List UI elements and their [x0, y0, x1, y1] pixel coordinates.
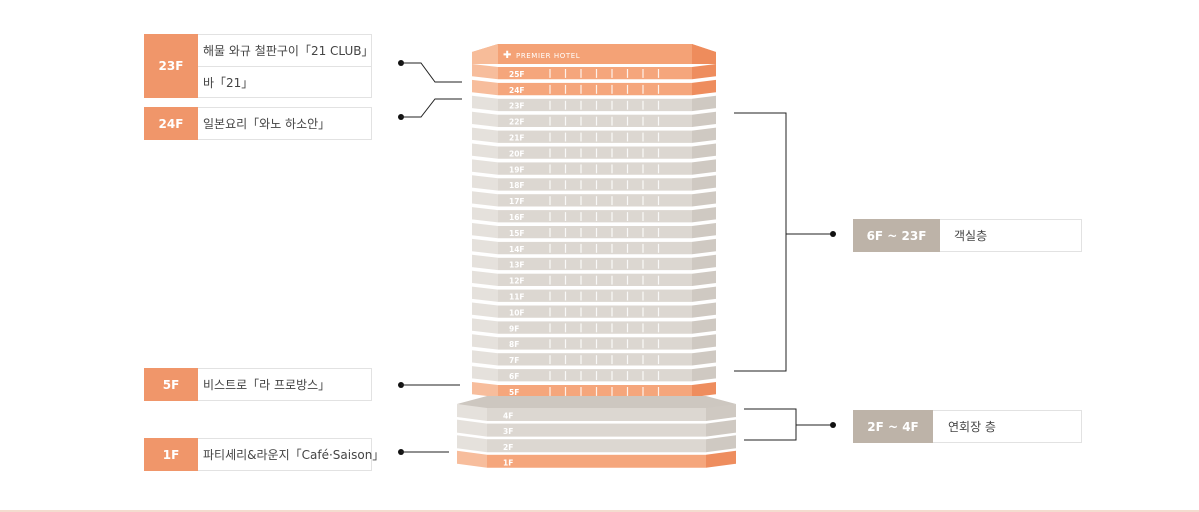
restaurant-wano-hasoan: 일본요리「와노 하소안」	[203, 117, 331, 131]
tower-crown	[472, 44, 716, 64]
floor-label: 12F	[509, 277, 525, 286]
podium-roof	[457, 396, 736, 410]
floor-6f: 6F	[471, 366, 717, 383]
floor-tag-1f: 1F	[144, 438, 198, 471]
floor-18f: 18F	[471, 175, 717, 192]
guest-room-floors: 객실층	[954, 229, 988, 243]
floor-14f: 14F	[471, 238, 717, 256]
floor-10f: 10F	[471, 302, 717, 319]
tower-crown-left	[472, 44, 498, 64]
floor-5f: 5F	[471, 382, 717, 399]
floor-label: 22F	[509, 118, 525, 127]
floor-label: 13F	[509, 261, 525, 270]
connector-dot-rooms	[830, 231, 836, 237]
floor-label: 5F	[509, 388, 519, 397]
bottom-divider	[0, 510, 1199, 512]
floor-label: 17F	[509, 197, 525, 206]
connector-lines	[398, 60, 836, 455]
floor-label: 23F	[509, 102, 525, 111]
label-5f: 5F 비스트로「라 프로방스」	[144, 368, 372, 401]
floor-13f: 13F	[471, 254, 717, 272]
floor-1f: 1F	[456, 450, 737, 469]
banquet-floors: 연회장 층	[948, 420, 996, 434]
floor-label: 1F	[503, 458, 513, 467]
connector-line-24f	[401, 98, 462, 118]
label-24f: 24F 일본요리「와노 하소안」	[144, 107, 372, 140]
tower-crown-right	[692, 44, 716, 64]
floor-label: 8F	[509, 340, 519, 349]
floor-9f: 9F	[471, 318, 717, 335]
floor-3f: 3F	[456, 419, 737, 438]
label-banquet: 2F ~ 4F 연회장 층	[853, 410, 1082, 443]
floor-7f: 7F	[471, 350, 717, 367]
floor-label: 9F	[509, 324, 519, 333]
podium: 4F 3F 2F 1F	[456, 396, 737, 469]
floor-label: 24F	[509, 86, 525, 95]
floor-label: 18F	[509, 181, 525, 190]
separator	[198, 66, 372, 67]
tower: ✚ PREMIER HOTEL 25F 24F 23F 22F 21F 20F 19F 18F 17…	[471, 44, 717, 399]
brand-cross-icon: ✚	[503, 50, 511, 61]
label-rooms: 6F ~ 23F 객실층	[853, 219, 1082, 252]
floor-label: 14F	[509, 245, 525, 254]
floor-15f: 15F	[471, 223, 717, 240]
connector-line-23f	[401, 62, 462, 83]
floor-label: 19F	[509, 165, 525, 174]
floor-label: 4F	[503, 412, 513, 421]
floor-label: 21F	[509, 134, 525, 143]
floor-label: 3F	[503, 427, 513, 436]
floor-21f: 21F	[471, 127, 717, 145]
connector-dot-banquet	[830, 422, 836, 428]
brand-name: PREMIER HOTEL	[516, 52, 580, 60]
floor-label: 7F	[509, 356, 519, 365]
floor-17f: 17F	[471, 191, 717, 208]
bistro-la-provence: 비스트로「라 프로방스」	[203, 378, 331, 392]
floor-label: 25F	[509, 70, 525, 79]
patisserie-cafe-saison: 파티세리&라운지「Café·Saison」	[203, 448, 385, 462]
floor-8f: 8F	[471, 334, 717, 351]
floor-16f: 16F	[471, 207, 717, 224]
bar-21: 바「21」	[203, 76, 254, 90]
floor-label: 20F	[509, 149, 525, 158]
floor-20f: 20F	[471, 143, 717, 160]
floor-tag-5f: 5F	[144, 368, 198, 401]
label-23f: 23F 해물 와규 철판구이「21 CLUB」 바「21」	[144, 34, 374, 98]
floor-label: 15F	[509, 229, 525, 238]
floor-tag-24f: 24F	[144, 107, 198, 140]
floor-label: 2F	[503, 443, 513, 452]
floor-label: 6F	[509, 372, 519, 381]
floor-label: 11F	[509, 293, 525, 302]
bracket-banquet	[744, 408, 797, 441]
restaurant-21-club: 해물 와규 철판구이「21 CLUB」	[203, 44, 374, 58]
bracket-rooms	[734, 112, 787, 372]
floor-19f: 19F	[471, 159, 717, 176]
label-1f: 1F 파티세리&라운지「Café·Saison」	[144, 438, 384, 471]
floor-24f: 24F	[471, 79, 717, 97]
floor-12f: 12F	[471, 270, 717, 288]
floor-label: 16F	[509, 213, 525, 222]
floor-2f: 2F	[456, 435, 737, 454]
floor-label: 10F	[509, 308, 525, 317]
floor-22f: 22F	[471, 111, 717, 129]
floor-11f: 11F	[471, 286, 717, 304]
floor-tag-23f: 23F	[144, 34, 198, 98]
floor-tag-rooms: 6F ~ 23F	[853, 219, 940, 252]
floor-23f: 23F	[471, 95, 717, 113]
floor-25f: 25F	[471, 64, 717, 81]
floor-tag-banquet: 2F ~ 4F	[853, 410, 933, 443]
floor-4f: 4F	[456, 404, 737, 423]
